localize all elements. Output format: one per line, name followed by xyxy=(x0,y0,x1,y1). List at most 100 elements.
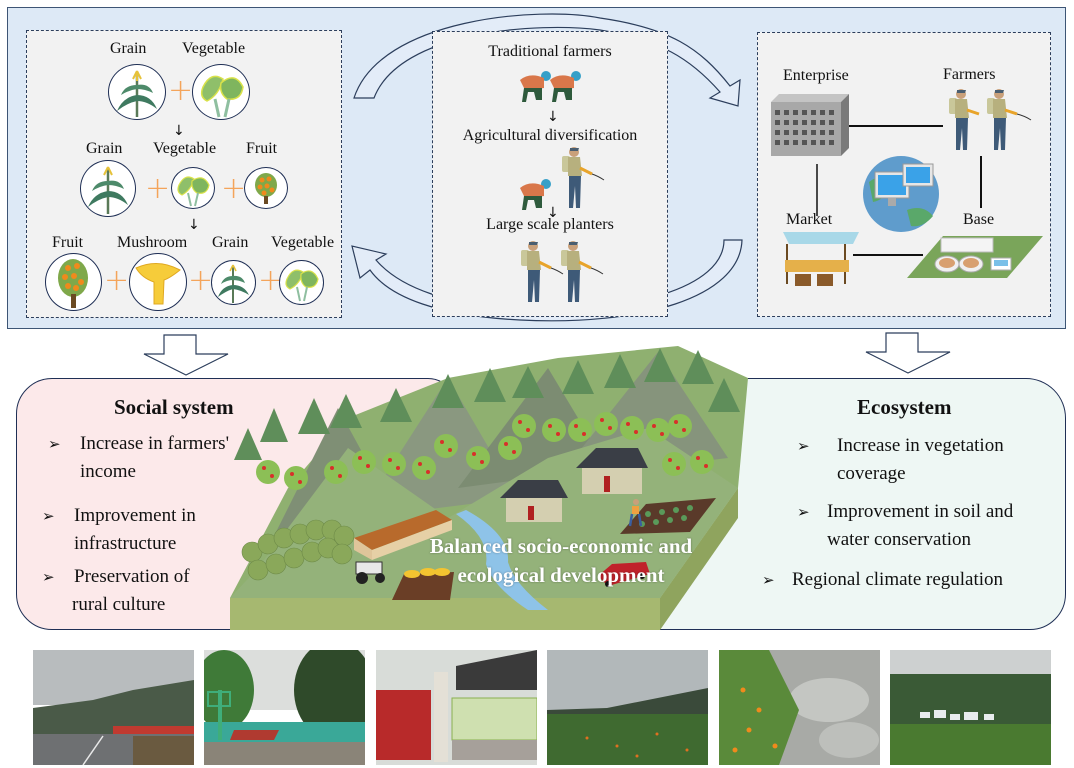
market-stall-icon xyxy=(783,232,859,286)
plus-icon: + xyxy=(221,171,247,206)
label-fruit-row3: Fruit xyxy=(52,234,84,251)
bending-farmer xyxy=(550,71,581,102)
bullet-arrow-icon: ➢ xyxy=(48,435,61,453)
pickup-truck-icon xyxy=(598,562,650,587)
vegetable-circle xyxy=(171,167,215,209)
arrow-down-icon: ↓ xyxy=(188,217,200,233)
fruit-circle xyxy=(244,167,288,209)
label-base: Base xyxy=(963,211,995,228)
pine-trees xyxy=(234,348,740,460)
grain-circle xyxy=(108,64,166,120)
scene-caption: Balanced socio-economic and ecological d… xyxy=(386,532,736,590)
social-item-line1: Improvement in xyxy=(74,505,196,526)
corn-icon xyxy=(218,264,249,303)
arrow-down-icon: ↓ xyxy=(547,109,559,125)
fruit-circle xyxy=(45,253,102,311)
photo-karst-oranges xyxy=(719,650,880,765)
label-market: Market xyxy=(786,211,833,228)
bullet-arrow-icon: ➢ xyxy=(797,437,810,455)
photo-orange-orchard xyxy=(547,650,708,765)
grain-circle xyxy=(211,260,256,305)
photo-roadside-stalls xyxy=(33,650,194,765)
eco-item-line2: water conservation xyxy=(827,529,972,550)
label-farmers: Farmers xyxy=(943,66,996,83)
house-icon xyxy=(500,480,568,522)
orange-tree-icon xyxy=(58,259,88,308)
landscape-scene xyxy=(230,346,748,630)
vegetable-rows xyxy=(639,505,693,527)
label-vegetable-row1: Vegetable xyxy=(182,40,246,57)
label-mushroom-row3: Mushroom xyxy=(117,234,188,251)
eco-item-climate: ➢ Regional climate regulation xyxy=(762,566,1003,594)
eco-item-line1: Increase in vegetation xyxy=(837,435,1004,456)
corn-icon xyxy=(88,166,128,214)
scene-caption-line2: ecological development xyxy=(457,563,665,587)
spraying-farmer xyxy=(561,241,604,302)
working-farmer-icon xyxy=(628,499,643,527)
house-icon xyxy=(576,448,648,494)
terrain-side-face xyxy=(660,488,738,630)
taro-leaf-icon xyxy=(177,176,210,207)
label-grain-row1: Grain xyxy=(110,40,147,57)
spraying-farmer xyxy=(521,241,564,302)
barn-icon xyxy=(354,510,452,560)
photo-village-orchards xyxy=(890,650,1051,765)
river xyxy=(456,510,548,610)
photo-culture-wall xyxy=(376,650,537,765)
mushroom-crops xyxy=(404,568,450,578)
eco-item-line2: coverage xyxy=(837,463,906,484)
label-fruit-row2: Fruit xyxy=(246,140,278,157)
traditional-farmers-icon xyxy=(520,71,581,102)
eco-item-line1: Improvement in soil and xyxy=(827,501,1014,522)
chanterelle-mushroom-icon xyxy=(135,263,181,305)
arrow-to-social-icon xyxy=(143,334,229,376)
globe-computer-icon xyxy=(863,156,939,232)
planting-base-icon xyxy=(907,236,1043,278)
vegetable-circle xyxy=(192,64,250,120)
taro-leaf-icon xyxy=(285,269,319,302)
taro-leaf-icon xyxy=(200,75,244,118)
label-agricultural-diversification: Agricultural diversification xyxy=(462,127,638,144)
social-item-culture: ➢ Preservation of rural culture xyxy=(42,563,190,618)
plus-icon: + xyxy=(104,263,130,298)
social-item-infrastructure: ➢ Improvement in infrastructure xyxy=(42,502,196,557)
spraying-farmer-icon xyxy=(949,89,980,150)
vegetable-circle xyxy=(279,260,324,305)
social-item-line2: infrastructure xyxy=(74,533,177,554)
enterprise-building-icon xyxy=(771,94,849,156)
arrow-down-icon: ↓ xyxy=(173,123,185,139)
bullet-arrow-icon: ➢ xyxy=(762,571,775,589)
orange-orchard xyxy=(241,519,355,581)
plus-icon: + xyxy=(188,263,214,298)
bullet-arrow-icon: ➢ xyxy=(42,507,55,525)
photo-basketball-court xyxy=(204,650,365,765)
scene-caption-line1: Balanced socio-economic and xyxy=(429,534,693,558)
bullet-arrow-icon: ➢ xyxy=(797,503,810,521)
mushroom-circle xyxy=(129,253,187,311)
arrow-to-ecosystem-icon xyxy=(865,332,951,374)
apple-fruits xyxy=(262,418,708,484)
social-item-line1: Increase in farmers' xyxy=(80,433,230,454)
grain-circle xyxy=(80,160,136,217)
eco-item-line1: Regional climate regulation xyxy=(792,569,1004,590)
label-vegetable-row3: Vegetable xyxy=(271,234,335,251)
tractor-icon xyxy=(355,561,385,584)
social-item-line2: rural culture xyxy=(72,594,166,615)
social-item-line1: Preservation of xyxy=(74,566,190,587)
diversified-farmers-icon xyxy=(520,147,605,210)
ecosystem-title: Ecosystem xyxy=(857,395,952,419)
bullet-arrow-icon: ➢ xyxy=(42,568,55,586)
corn-icon xyxy=(117,70,157,117)
plus-icon: + xyxy=(145,171,171,206)
mushroom-bed xyxy=(392,572,454,600)
label-vegetable-row2: Vegetable xyxy=(153,140,217,157)
plus-icon: + xyxy=(168,73,194,108)
social-item-income: ➢ Increase in farmers' income xyxy=(48,430,229,485)
plus-icon: + xyxy=(258,263,284,298)
spraying-farmer xyxy=(562,147,605,208)
eco-item-soil-water: ➢ Improvement in soil and water conservat… xyxy=(797,498,1013,553)
bending-farmer xyxy=(520,179,551,210)
social-item-line2: income xyxy=(80,461,136,482)
label-large-scale-planters: Large scale planters xyxy=(486,216,614,233)
bending-farmer xyxy=(520,71,551,102)
